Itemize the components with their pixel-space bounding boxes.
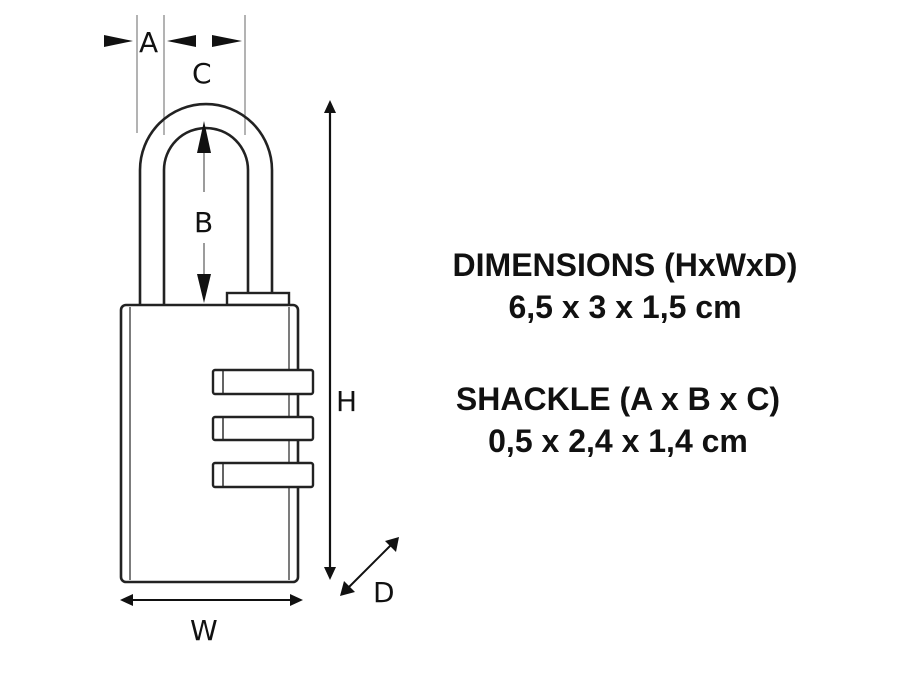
label-d: D <box>373 576 395 609</box>
d-dimension-arrow <box>340 537 399 596</box>
label-a: A <box>139 26 158 59</box>
dial-1[interactable] <box>211 368 315 396</box>
dial-2[interactable] <box>211 415 315 442</box>
dimensions-spec: DIMENSIONS (HxWxD) 6,5 x 3 x 1,5 cm <box>420 244 830 328</box>
label-b: B <box>194 206 213 239</box>
combination-dials <box>211 368 315 489</box>
shackle-value: 0,5 x 2,4 x 1,4 cm <box>488 423 748 459</box>
shackle-spec: SHACKLE (A x B x C) 0,5 x 2,4 x 1,4 cm <box>413 378 823 462</box>
b-arrow-down-icon <box>197 274 211 303</box>
w-dimension-arrow <box>120 594 303 606</box>
c-arrow-left-icon <box>167 35 196 47</box>
c-arrow-right-icon <box>212 35 242 47</box>
d-arrow-down-left-icon <box>340 581 355 596</box>
shackle <box>138 102 274 306</box>
h-arrow-up-icon <box>324 100 336 113</box>
h-arrow-down-icon <box>324 567 336 580</box>
dimensions-title: DIMENSIONS (HxWxD) <box>452 247 798 283</box>
w-arrow-left-icon <box>120 594 133 606</box>
guide-lines <box>136 15 246 135</box>
shackle-collar <box>225 291 291 307</box>
h-dimension-arrow <box>324 100 336 580</box>
w-arrow-right-icon <box>290 594 303 606</box>
label-h: H <box>336 385 357 418</box>
shackle-title: SHACKLE (A x B x C) <box>455 381 781 417</box>
b-dimension-arrow <box>197 121 211 303</box>
dial-3[interactable] <box>211 461 315 489</box>
label-c: C <box>192 57 212 90</box>
a-arrow-icon <box>104 35 133 47</box>
b-arrow-up-icon <box>197 121 211 153</box>
lock-body <box>119 303 300 584</box>
d-arrow-up-right-icon <box>385 537 399 552</box>
label-w: W <box>190 614 218 647</box>
dimensions-value: 6,5 x 3 x 1,5 cm <box>508 289 742 325</box>
